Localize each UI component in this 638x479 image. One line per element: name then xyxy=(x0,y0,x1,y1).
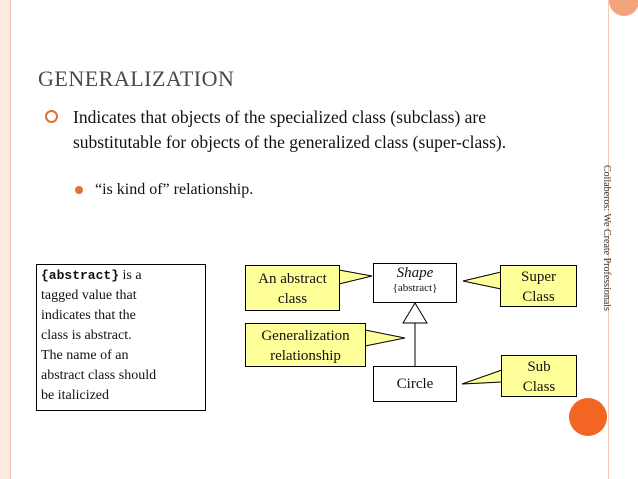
callout-pointer-super xyxy=(462,271,502,290)
abstract-note-box: {abstract} is a tagged value that indica… xyxy=(36,264,206,411)
right-border xyxy=(608,0,609,479)
callout-line: Generalization xyxy=(261,328,350,344)
main-bullet: Indicates that objects of the specialize… xyxy=(45,105,525,155)
callout-generalization: Generalization relationship xyxy=(245,323,366,367)
callout-pointer-generalization xyxy=(364,329,406,347)
left-border xyxy=(0,0,11,479)
callout-line: Super xyxy=(521,269,556,285)
note-line-1: {abstract} is a xyxy=(41,266,201,286)
slide-title: GENERALIZATION xyxy=(38,66,235,91)
sub-bullet: “is kind of” relationship. xyxy=(75,181,253,199)
note-line: abstract class should xyxy=(41,368,157,383)
superclass-name: Shape xyxy=(396,265,434,281)
filled-dot-bullet-icon xyxy=(75,186,83,195)
bottom-corner-dot xyxy=(569,398,607,436)
note-line-1-rest: is a xyxy=(119,268,142,283)
callout-line: Class xyxy=(522,289,555,305)
callout-line: An abstract xyxy=(258,271,327,287)
callout-line: class xyxy=(277,291,308,307)
note-line: indicates that the xyxy=(41,308,136,323)
callout-pointer-sub xyxy=(461,369,503,385)
callout-line: Class xyxy=(522,379,556,395)
main-bullet-text: Indicates that objects of the specialize… xyxy=(73,107,507,152)
note-line: class is abstract. xyxy=(41,328,132,343)
callout-line: Sub xyxy=(527,359,551,375)
note-line: tagged value that xyxy=(41,288,137,303)
subclass-circle: Circle xyxy=(373,366,457,402)
superclass-stereotype: {abstract} xyxy=(392,282,438,294)
hollow-circle-bullet-icon xyxy=(45,110,58,123)
callout-sub-class: Sub Class xyxy=(501,355,577,397)
superclass-shape: Shape {abstract} xyxy=(373,263,457,303)
callout-super-class: Super Class xyxy=(500,265,577,307)
callout-abstract-class: An abstract class xyxy=(245,265,340,311)
note-code: {abstract} xyxy=(41,268,120,283)
callout-pointer-abstract xyxy=(338,269,373,285)
sub-bullet-text: “is kind of” relationship. xyxy=(95,181,254,198)
top-corner-dot xyxy=(609,0,638,16)
callout-line: relationship xyxy=(270,348,341,364)
note-line: The name of an xyxy=(41,348,129,363)
generalization-arrowhead-icon xyxy=(402,302,428,324)
note-line: be italicized xyxy=(41,388,110,403)
